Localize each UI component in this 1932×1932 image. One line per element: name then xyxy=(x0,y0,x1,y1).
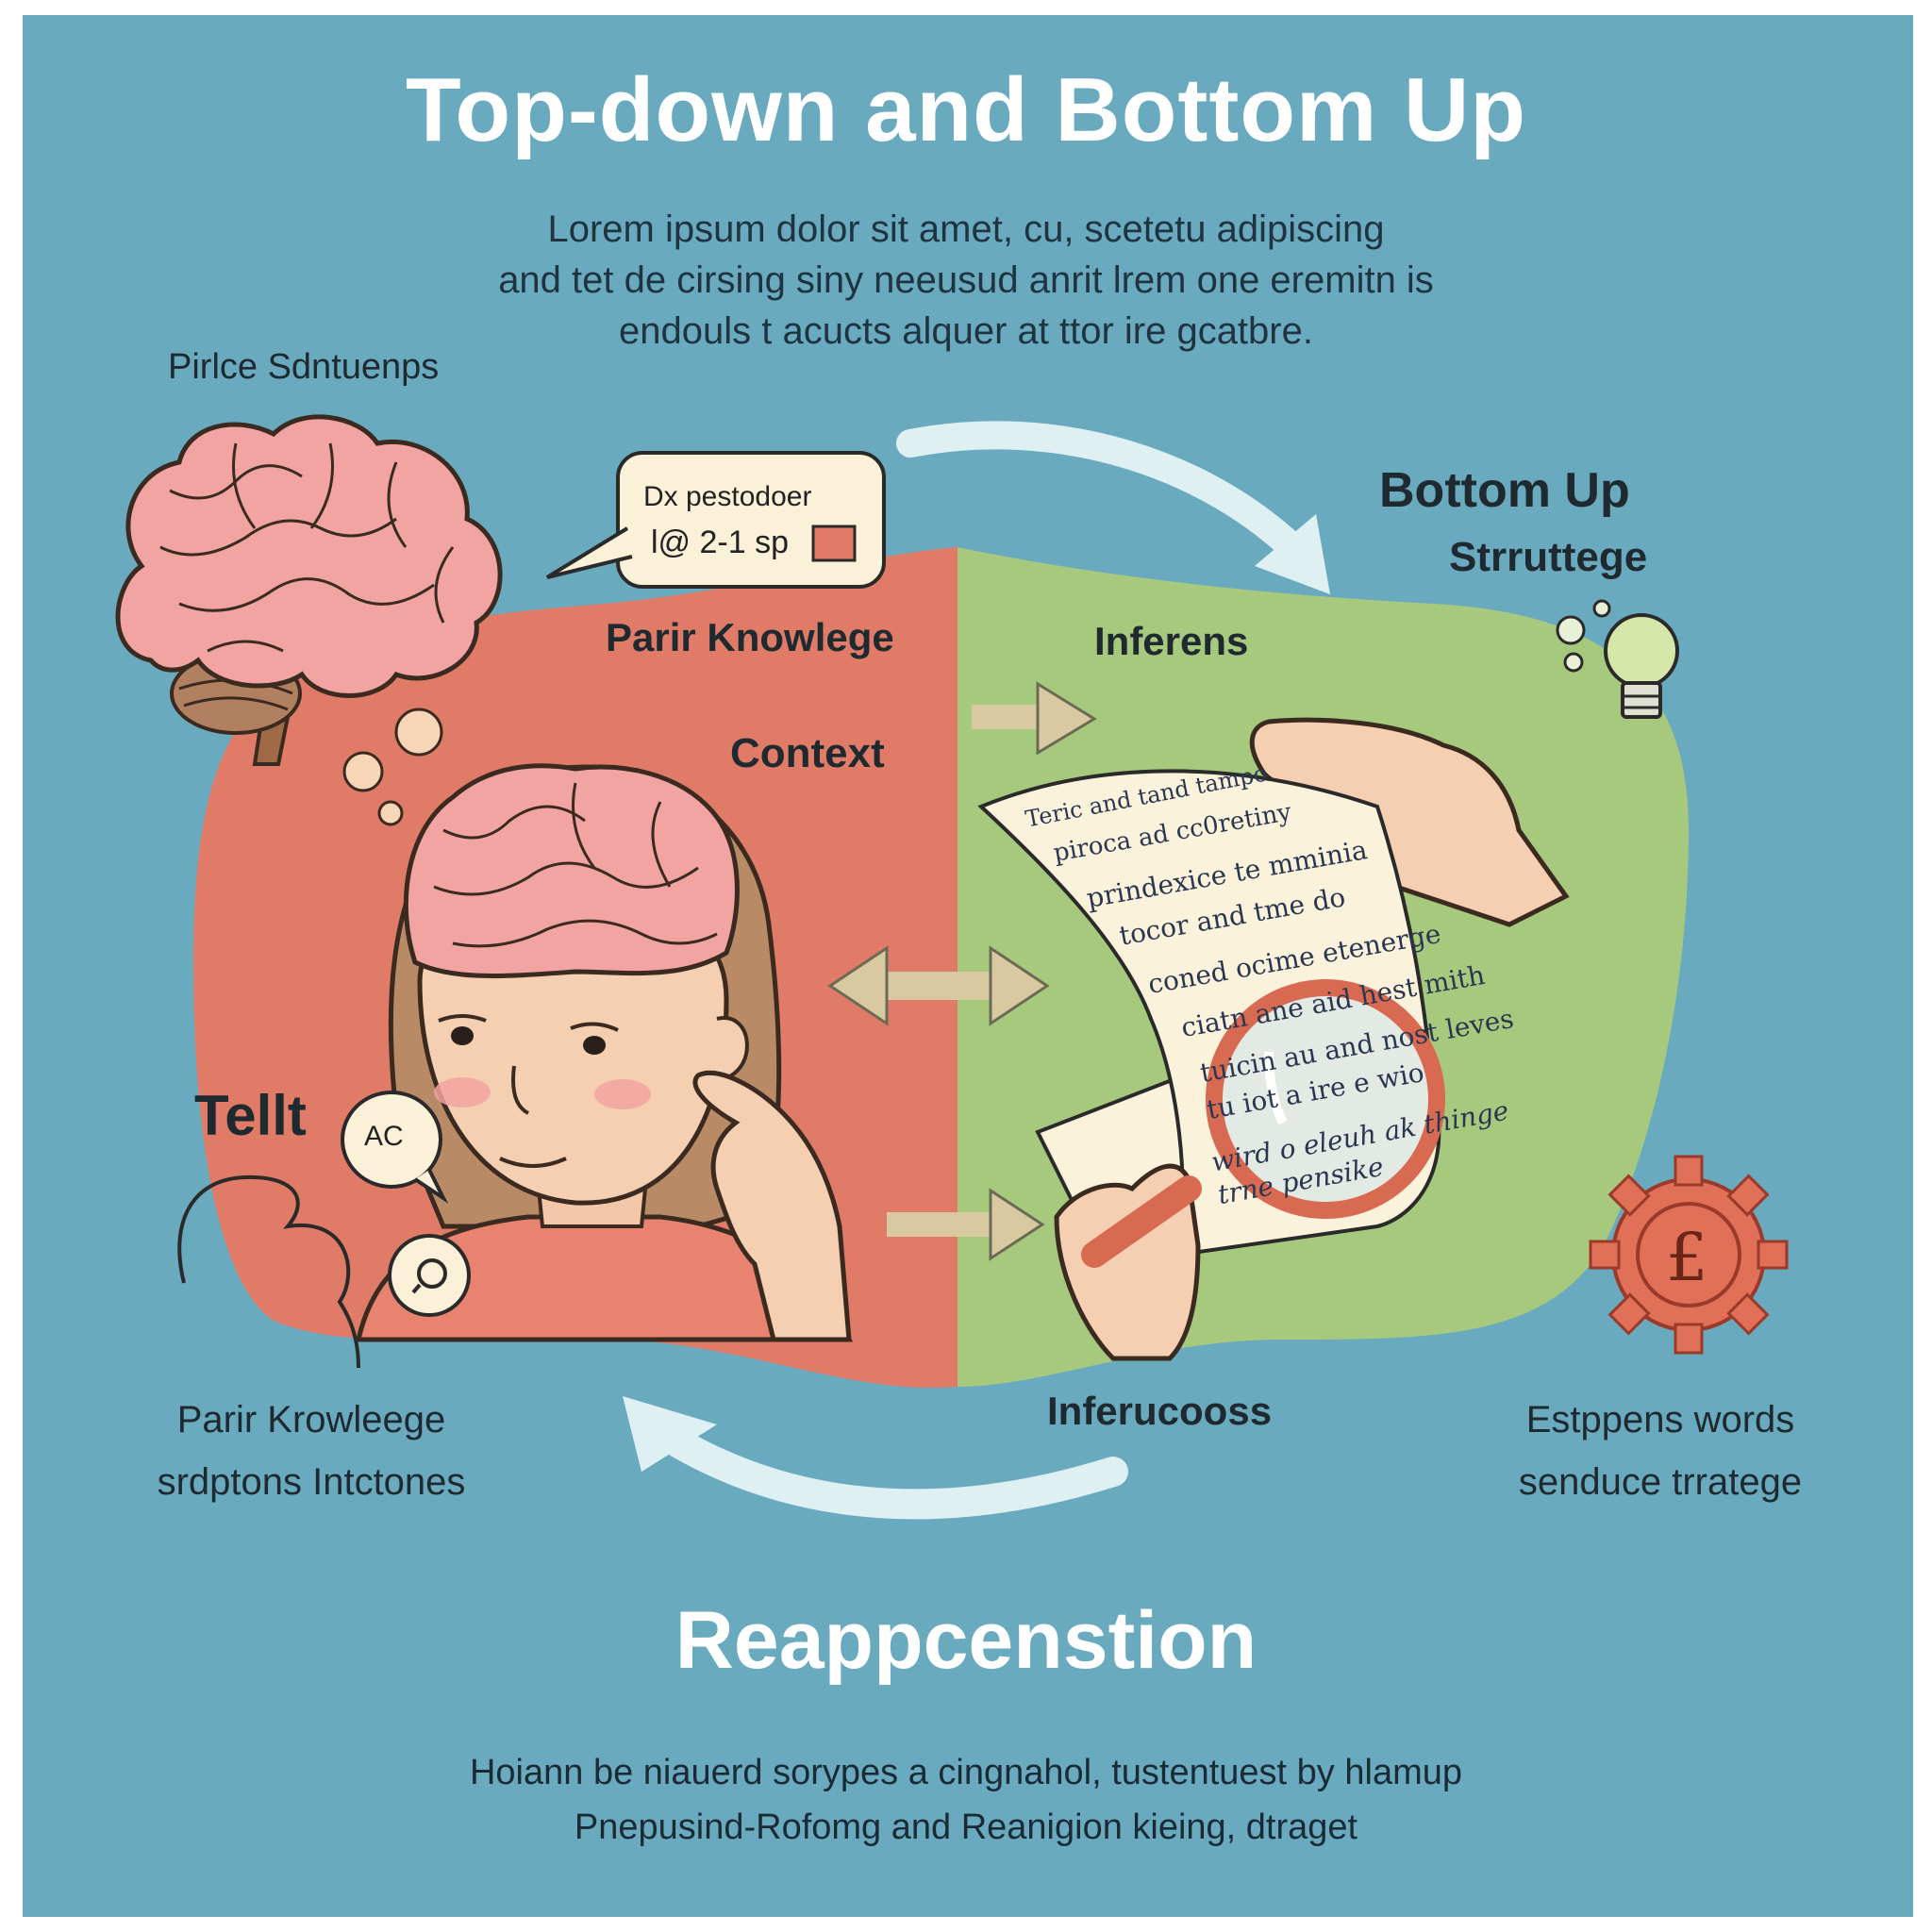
bottom-cycle-arrow xyxy=(623,1396,1128,1520)
double-arrow xyxy=(827,945,1050,1026)
bottom-left-line-2: srdptons Intctones xyxy=(157,1461,466,1503)
page-title: Top-down and Bottom Up xyxy=(406,59,1526,160)
lower-arrow xyxy=(887,1188,1045,1261)
intro-line: and tet de cirsing siny neeusud anrit lr… xyxy=(498,259,1434,301)
head-outline-icon xyxy=(177,1174,360,1369)
bottom-right-label: Estppens words senduce trratege xyxy=(1443,1389,1877,1513)
tellt-label: Tellt xyxy=(194,1084,307,1147)
lightbulb-icon xyxy=(1556,599,1679,719)
context-label: Context xyxy=(730,730,885,776)
bubble-line-2: l@ 2-1 sp xyxy=(651,525,790,560)
ac-bubble-text: AC xyxy=(364,1121,404,1152)
thought-bubbles xyxy=(342,708,443,826)
bottom-right-line-2: senduce trratege xyxy=(1518,1461,1803,1503)
intro-line: endouls t acucts alquer at ttor ire gcat… xyxy=(619,310,1313,352)
ac-speech-bubble xyxy=(341,1091,449,1204)
brain-icon xyxy=(115,414,503,766)
inference-arrow xyxy=(972,681,1097,756)
prior-knowledge-label: Parir Knowlege xyxy=(606,615,894,659)
inferens-label: Inferens xyxy=(1094,619,1249,663)
closing-line: Pnepusind-Rofomg and Reanigion kieing, d… xyxy=(574,1807,1358,1847)
top-cycle-arrow xyxy=(896,421,1330,594)
bottom-up-subheading: Strruttege xyxy=(1449,534,1648,580)
bottom-up-heading: Bottom Up xyxy=(1379,463,1630,518)
bottom-left-line-1: Parir Krowleege xyxy=(176,1399,446,1441)
bottom-right-line-1: Estppens words xyxy=(1525,1399,1795,1441)
bottom-center-label: Inferucooss xyxy=(1047,1389,1273,1433)
gear-icon xyxy=(1589,1155,1789,1355)
bottom-left-label: Parir Krowleege srdptons Intctones xyxy=(113,1389,509,1513)
intro-line: Lorem ipsum dolor sit amet, cu, scetetu … xyxy=(547,208,1385,250)
closing-paragraph: Hoiann be niauerd sorypes a cingnahol, t… xyxy=(211,1745,1721,1855)
bubble-line-1: Dx pestodoer xyxy=(643,481,812,512)
section-heading: Reappcenstion xyxy=(675,1595,1257,1686)
magnifying-glass-icon xyxy=(1081,979,1445,1268)
speech-bubble xyxy=(545,451,886,589)
gear-symbol: £ xyxy=(1666,1219,1708,1296)
intro-paragraph: Lorem ipsum dolor sit amet, cu, scetetu … xyxy=(258,204,1674,357)
link-icon xyxy=(388,1234,471,1317)
closing-line: Hoiann be niauerd sorypes a cingnahol, t… xyxy=(469,1753,1462,1792)
left-heading: Pirlce Sdntuenps xyxy=(168,347,440,387)
